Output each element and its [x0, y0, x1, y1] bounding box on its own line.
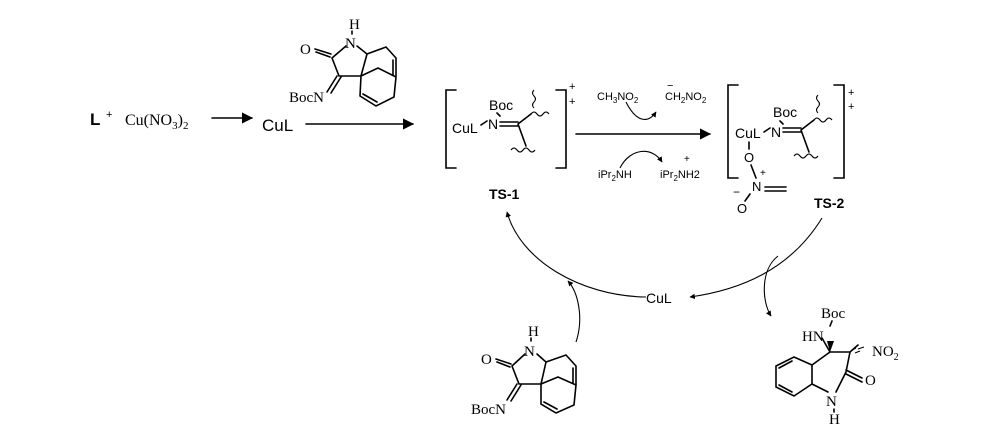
ts2-bonds	[744, 119, 815, 202]
ts2-n-nitro: N	[752, 179, 761, 194]
ts1-wavy-bond-right	[531, 89, 537, 109]
cycle-group: CuL	[505, 211, 823, 343]
proton-transfer-group: CH3NO2 − CH2NO2 iPr2NH + iPr2NH2	[575, 80, 712, 183]
ts2-o-top: O	[744, 150, 754, 165]
ts1-group: + + Boc CuL N TS-1	[445, 81, 575, 202]
substrate-entry-arrow	[567, 280, 581, 343]
substrate-top-bonds	[314, 30, 397, 107]
substrate-bottom-o: O	[481, 352, 492, 368]
ts1-charge-2: +	[569, 96, 575, 108]
cul-to-ts1-arc	[505, 211, 647, 298]
ts1-label: TS-1	[489, 186, 520, 202]
ts2-charge-2: +	[848, 101, 854, 113]
substrate-bottom-bocn: BocN	[471, 402, 506, 418]
ts1-right-bracket	[555, 89, 567, 169]
ts2-left-bracket	[727, 84, 739, 179]
product-nh: H	[829, 412, 840, 428]
conj-acid-plus: +	[684, 154, 690, 165]
nitronate-minus: −	[667, 80, 673, 92]
ts2-cul: CuL	[735, 125, 761, 141]
base-curved-arrow	[619, 150, 663, 169]
nitronate-label: CH2NO2	[665, 91, 707, 105]
product-no2: NO2	[872, 344, 899, 363]
copper-nitrate-label: Cu(NO3)2	[125, 112, 188, 132]
ts2-wavy-bond-bottom	[793, 153, 819, 159]
ts2-o-minus-sign: −	[733, 185, 740, 199]
conj-acid-label: iPr2NH2	[660, 169, 700, 183]
ts2-boc: Boc	[773, 104, 797, 120]
ts2-right-bracket	[833, 84, 845, 179]
substrate-bottom-bonds	[495, 337, 577, 414]
ts1-cul: CuL	[452, 120, 478, 136]
ts2-label: TS-2	[814, 195, 845, 211]
base-label: iPr2NH	[598, 169, 632, 183]
substrate-top-structure: H N O BocN	[289, 17, 397, 107]
reagents-group: L + Cu(NO3)2 CuL	[90, 109, 415, 135]
ts1-boc: Boc	[489, 97, 513, 113]
product-structure: Boc HN NO2 O N H	[775, 306, 899, 428]
substrate-bottom-structure: H N O BocN	[471, 324, 577, 418]
nitromethane-curved-arrow	[625, 101, 657, 120]
substrate-bottom-h: H	[528, 324, 539, 340]
ts1-charge-1: +	[569, 81, 575, 93]
ts2-charge-1: +	[848, 87, 854, 99]
ts2-wavy-bond-top	[813, 117, 833, 123]
ts1-n: N	[488, 116, 498, 132]
ts1-wavy-bond-top	[530, 111, 550, 117]
cul-formed-label: CuL	[262, 116, 293, 135]
substrate-top-o: O	[300, 42, 311, 58]
product-o: O	[865, 373, 876, 389]
product-hn: HN	[802, 329, 824, 345]
ts2-group: + + Boc CuL N O + N − O TS-2	[727, 84, 854, 216]
product-boc: Boc	[821, 306, 846, 322]
nitromethane-label: CH3NO2	[597, 91, 639, 105]
cycle-cul-label: CuL	[646, 290, 672, 306]
substrate-top-h: H	[349, 17, 360, 33]
ts2-wavy-bond-right	[815, 94, 821, 114]
ts2-to-cul-arc	[689, 217, 823, 300]
plus-sign: +	[106, 109, 112, 121]
ligand-label: L	[90, 110, 100, 129]
product-release-arrow	[763, 255, 779, 317]
ts2-o-bottom: O	[737, 201, 747, 216]
ts2-n: N	[771, 124, 781, 140]
substrate-bottom-n: N	[524, 344, 535, 360]
ts1-left-bracket	[445, 89, 457, 169]
product-n: N	[826, 394, 837, 410]
product-wedge-bond	[827, 341, 834, 352]
ts1-bonds	[480, 112, 532, 147]
ts2-n-plus: +	[760, 168, 766, 179]
substrate-top-bocn: BocN	[289, 90, 324, 106]
product-hash-bond	[851, 346, 865, 354]
substrate-top-n: N	[345, 36, 356, 52]
ts1-wavy-bond-bottom	[510, 147, 536, 153]
